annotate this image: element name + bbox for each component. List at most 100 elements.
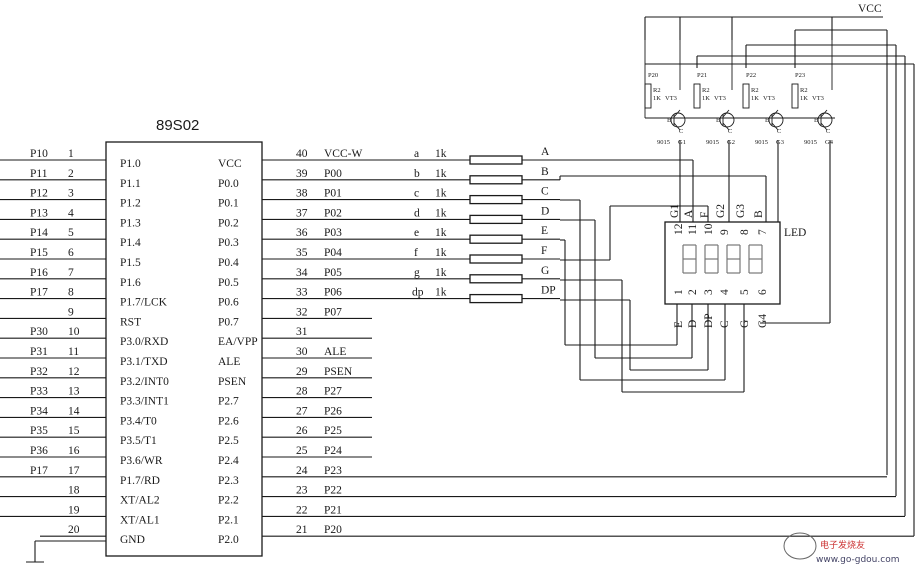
led-top-signal: B xyxy=(753,210,765,218)
led-bottom-signal: C xyxy=(719,320,731,328)
right-pin-number: 38 xyxy=(296,188,308,200)
led-top-pin-number: 9 xyxy=(719,229,731,235)
driver-net-label: P22 xyxy=(746,72,756,79)
vcc-label: VCC xyxy=(858,3,882,15)
left-pin-name: P1.4 xyxy=(120,237,141,249)
transistor-symbol xyxy=(670,112,686,128)
segment-output-label: G xyxy=(541,265,549,277)
led-bottom-pin-number: 1 xyxy=(673,289,685,295)
right-pin-name: P2.3 xyxy=(218,475,239,487)
right-pin-name: P2.6 xyxy=(218,415,239,427)
left-pin-name: RST xyxy=(120,316,141,328)
segment-output-label: B xyxy=(541,166,549,178)
driver-net-label: P23 xyxy=(795,72,805,79)
base-pin-label: B xyxy=(667,117,672,124)
base-resistor-ref: R2 xyxy=(702,87,710,94)
left-pin-name: P1.5 xyxy=(120,257,141,269)
collector-pin-label: C xyxy=(679,128,683,135)
left-net-label: P17 xyxy=(30,287,48,299)
left-pin-number: 17 xyxy=(68,465,80,477)
base-resistor xyxy=(791,83,799,109)
led-display-body xyxy=(664,221,781,305)
driver-net-label: P20 xyxy=(648,72,658,79)
right-pin-number: 35 xyxy=(296,247,308,259)
led-digit xyxy=(726,244,741,274)
segment-label: e xyxy=(414,227,419,239)
led-top-signal: G3 xyxy=(735,204,747,218)
transistor-symbol xyxy=(817,112,833,128)
right-pin-name: EA/VPP xyxy=(218,336,258,348)
segment-label: c xyxy=(414,188,419,200)
mcu-chip-body xyxy=(105,141,263,557)
led-bottom-signal: E xyxy=(673,321,685,328)
left-net-label: P14 xyxy=(30,227,48,239)
watermark-title: 电子发烧友 xyxy=(820,539,865,551)
segment-output-label: F xyxy=(541,245,547,257)
watermark: 电子发烧友 www.go-gdou.com xyxy=(783,532,899,565)
led-bottom-pin-number: 2 xyxy=(687,289,699,295)
left-pin-name: XT/AL2 xyxy=(120,495,160,507)
segment-label: g xyxy=(414,267,420,279)
transistor-symbol xyxy=(719,112,735,128)
right-net-label: P25 xyxy=(324,425,342,437)
left-net-label: P35 xyxy=(30,425,48,437)
segment-output-label: E xyxy=(541,225,548,237)
collector-pin-label: C xyxy=(777,128,781,135)
base-pin-label: B xyxy=(716,117,721,124)
left-net-label: P10 xyxy=(30,148,48,160)
right-pin-name: PSEN xyxy=(218,376,247,388)
resistor xyxy=(469,194,523,205)
driver-output-label: G1 xyxy=(678,139,686,146)
segment-output-label: DP xyxy=(541,285,556,297)
resistor-value: 1k xyxy=(435,247,447,259)
resistor xyxy=(469,293,523,304)
resistor xyxy=(469,175,523,185)
left-pin-number: 2 xyxy=(68,168,74,180)
left-net-label: P36 xyxy=(30,445,48,457)
transistor-part: 9015 xyxy=(657,139,670,146)
right-pin-name: P2.1 xyxy=(218,514,239,526)
right-net-label: P20 xyxy=(324,524,342,536)
resistor-value: 1k xyxy=(435,287,447,299)
right-pin-name: P0.6 xyxy=(218,297,239,309)
transistor-ref: VT3 xyxy=(714,95,726,102)
transistor-symbol xyxy=(768,112,784,128)
transistor-part: 9015 xyxy=(804,139,817,146)
left-pin-number: 13 xyxy=(68,386,80,398)
led-bottom-pin-number: 4 xyxy=(719,289,731,295)
led-bottom-pin-number: 6 xyxy=(757,289,769,295)
led-top-signal: G2 xyxy=(715,204,727,218)
right-pin-name: P0.4 xyxy=(218,257,239,269)
segment-output-label: A xyxy=(541,146,550,158)
right-net-label: P00 xyxy=(324,168,342,180)
led-digit xyxy=(682,244,697,274)
led-top-signal: A xyxy=(683,209,695,218)
right-pin-number: 27 xyxy=(296,405,308,417)
left-pin-name: P3.3/INT1 xyxy=(120,396,169,408)
right-pin-number: 34 xyxy=(296,267,308,279)
transistor-part: 9015 xyxy=(755,139,768,146)
left-pin-number: 8 xyxy=(68,287,74,299)
led-bottom-pin-number: 5 xyxy=(739,289,751,295)
left-net-label: P30 xyxy=(30,326,48,338)
led-top-pin-number: 10 xyxy=(703,223,715,235)
transistor-ref: VT3 xyxy=(665,95,677,102)
right-pin-number: 30 xyxy=(296,346,308,358)
base-resistor xyxy=(742,83,750,109)
base-resistor-ref: R2 xyxy=(800,87,808,94)
base-pin-label: B xyxy=(765,117,770,124)
right-pin-number: 26 xyxy=(296,425,308,437)
right-pin-number: 32 xyxy=(296,306,308,318)
chip-name: 89S02 xyxy=(156,117,199,134)
left-net-label: P17 xyxy=(30,465,48,477)
base-resistor xyxy=(693,83,701,109)
base-pin-label: B xyxy=(814,117,819,124)
left-pin-name: P3.0/RXD xyxy=(120,336,168,348)
resistor-value: 1k xyxy=(435,227,447,239)
segment-label: d xyxy=(414,207,420,219)
base-resistor-value: 1K xyxy=(702,95,710,102)
led-top-signal: F xyxy=(699,212,711,218)
